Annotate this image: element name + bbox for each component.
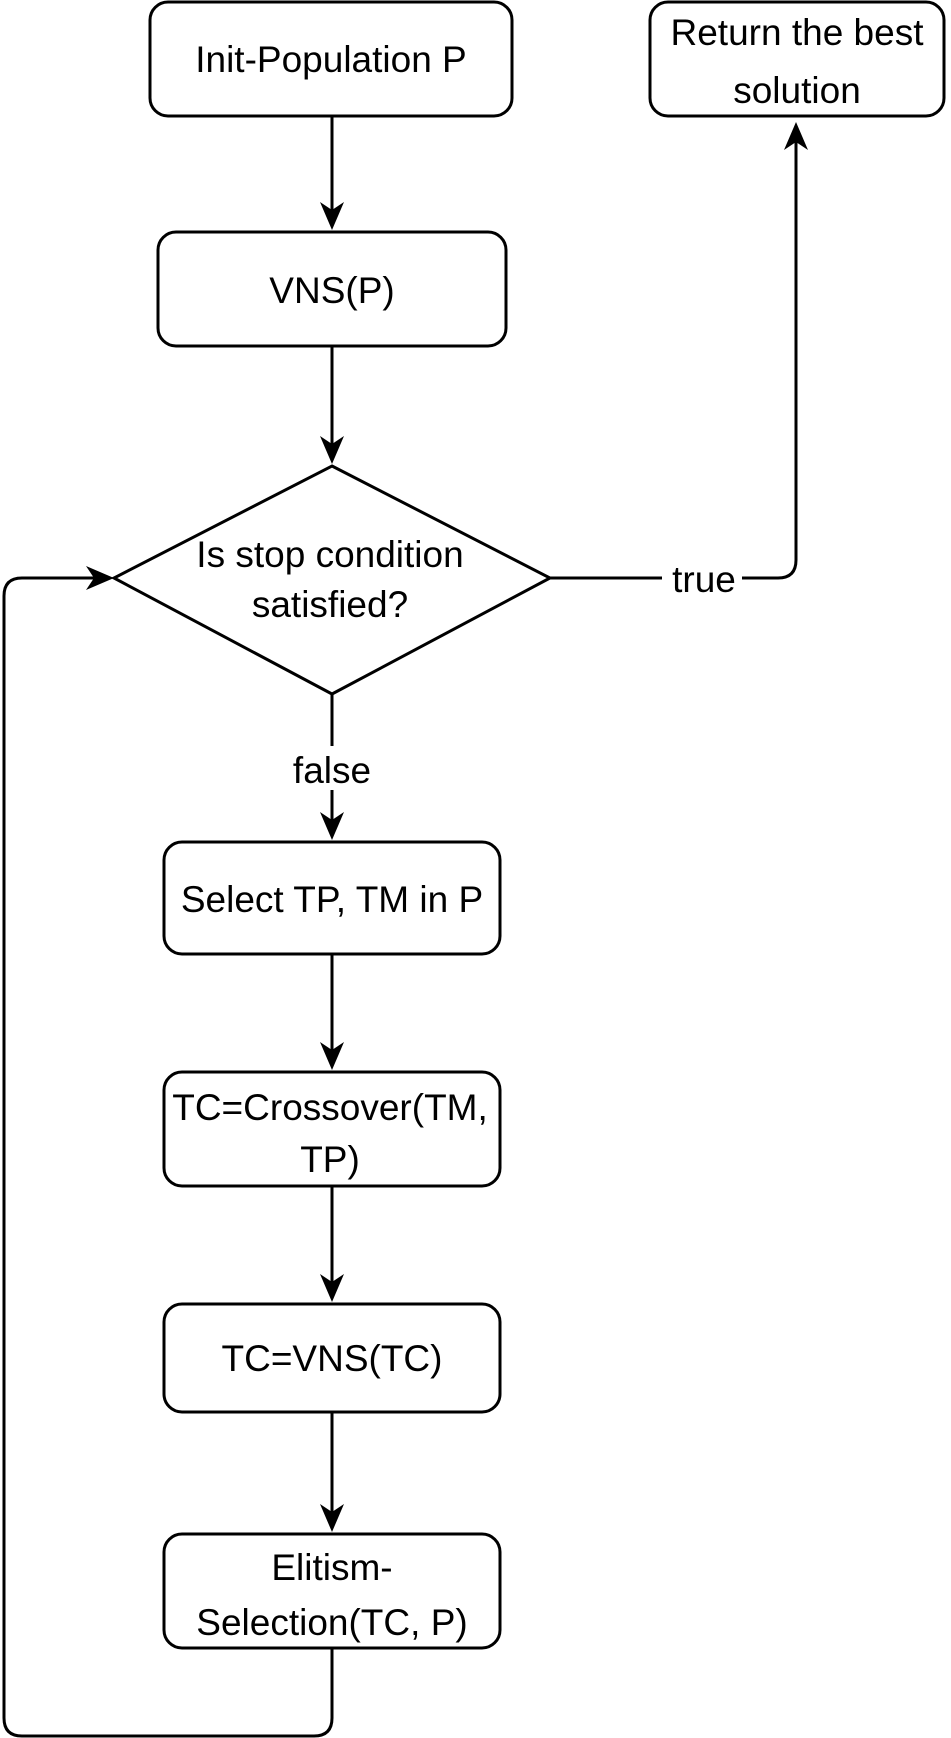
node-elitism-selection: Elitism- Selection(TC, P) — [162, 1532, 502, 1650]
node-select: Select TP, TM in P — [162, 840, 502, 956]
node-vns: VNS(P) — [156, 230, 508, 348]
node-crossover-line2: TP) — [300, 1139, 360, 1180]
node-decision-line2: satisfied? — [252, 584, 408, 625]
edge-loop-back — [2, 566, 334, 1738]
node-elitism-selection-line1: Elitism- — [271, 1547, 392, 1588]
node-select-label: Select TP, TM in P — [181, 879, 483, 920]
edge-crossover-to-vns-tc — [320, 1186, 344, 1302]
edge-false: false — [282, 694, 382, 840]
edge-vns-tc-to-elitism — [320, 1412, 344, 1532]
node-crossover: TC=Crossover(TM, TP) — [162, 1070, 502, 1188]
node-return-best-line2: solution — [733, 70, 861, 111]
node-init-population-label: Init-Population P — [195, 39, 467, 80]
edge-label-true: true — [672, 559, 736, 600]
edge-true: true — [550, 122, 808, 600]
node-vns-label: VNS(P) — [269, 270, 394, 311]
edge-select-to-crossover — [320, 954, 344, 1070]
node-decision-line1: Is stop condition — [196, 534, 463, 575]
node-vns-tc: TC=VNS(TC) — [162, 1302, 502, 1414]
edge-init-to-vns — [320, 116, 344, 230]
node-decision: Is stop condition satisfied? — [110, 464, 554, 696]
node-crossover-line1: TC=Crossover(TM, — [172, 1087, 488, 1128]
node-return-best: Return the best solution — [648, 0, 946, 118]
edge-vns-to-decision — [320, 346, 344, 464]
edge-label-false: false — [293, 750, 371, 791]
node-return-best-line1: Return the best — [671, 12, 925, 53]
node-vns-tc-label: TC=VNS(TC) — [222, 1338, 443, 1379]
node-elitism-selection-line2: Selection(TC, P) — [196, 1602, 467, 1643]
node-init-population: Init-Population P — [148, 0, 514, 118]
